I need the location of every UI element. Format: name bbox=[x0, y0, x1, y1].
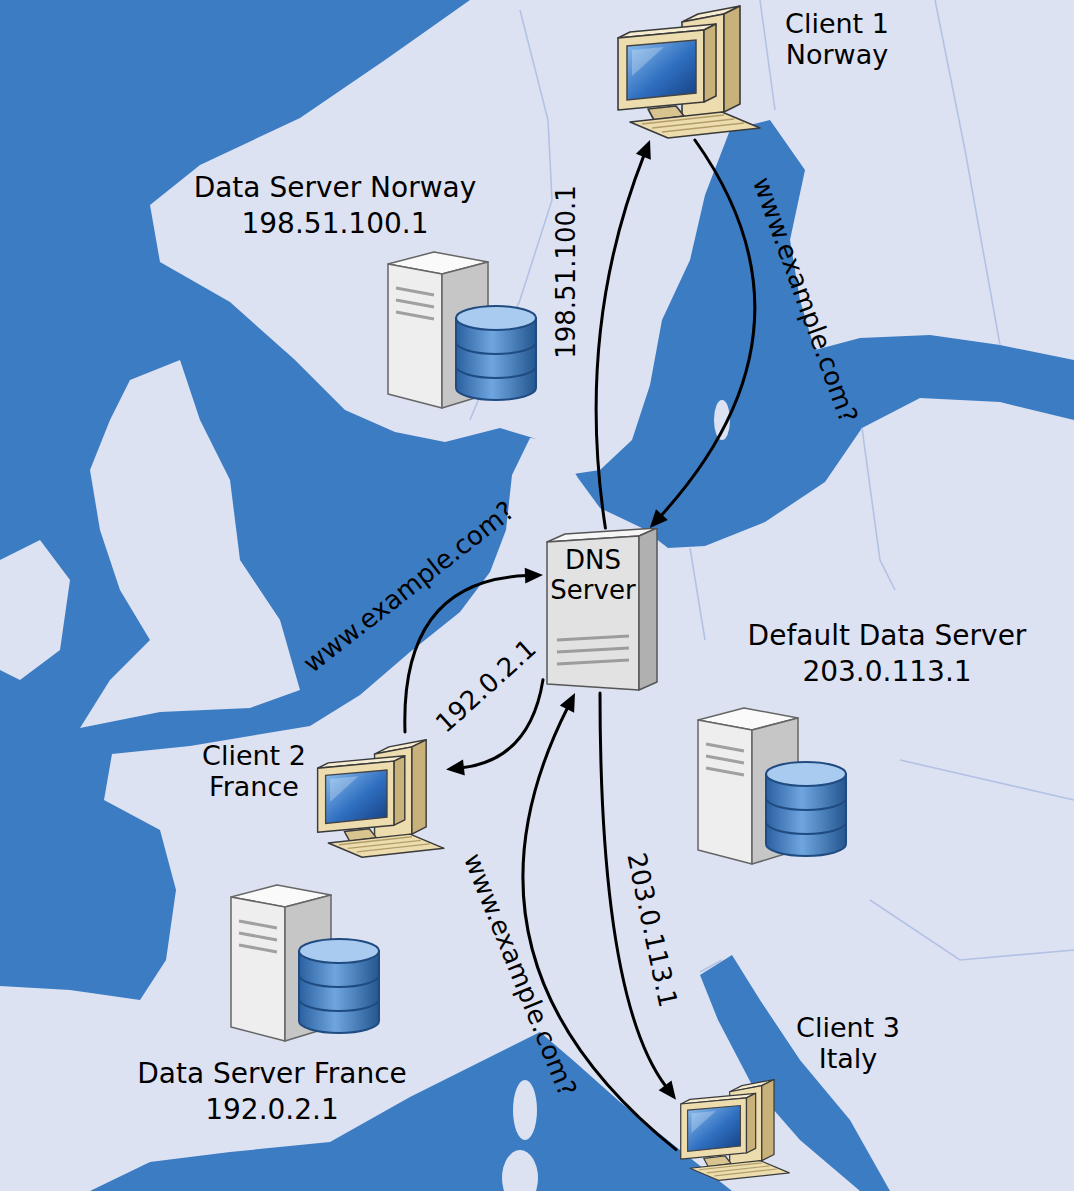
keyboard-keys bbox=[699, 1163, 777, 1176]
computer-picture bbox=[676, 1078, 791, 1182]
arrow-head bbox=[525, 568, 543, 584]
edge-label: www.example.com? bbox=[747, 173, 863, 426]
server-front bbox=[698, 720, 752, 864]
keyboard-keys bbox=[642, 115, 744, 132]
connector bbox=[596, 140, 651, 528]
server-label: Default Data Server bbox=[748, 620, 1027, 652]
ireland bbox=[0, 540, 70, 680]
data-server: Default Data Server 203.0.113.1 bbox=[676, 620, 1060, 870]
screen bbox=[688, 1106, 741, 1152]
keyboard bbox=[630, 112, 760, 138]
client-computer: Client 1 Norway bbox=[612, 4, 904, 140]
screen-glare bbox=[632, 47, 664, 76]
arrow-head bbox=[650, 509, 668, 528]
client-computer: Client 2 France bbox=[196, 732, 446, 866]
client-label: Client 1 Norway bbox=[770, 8, 904, 70]
server-side bbox=[639, 528, 657, 690]
server-picture bbox=[213, 870, 383, 1050]
monitor-front bbox=[618, 30, 704, 110]
computer-icon bbox=[676, 1078, 791, 1182]
sardinia bbox=[502, 1150, 538, 1191]
client-label: Client 2 France bbox=[196, 740, 312, 802]
arrow-head bbox=[659, 1081, 676, 1100]
connector bbox=[650, 140, 755, 528]
ip-address: 192.0.2.1 bbox=[205, 1094, 339, 1126]
database-band bbox=[456, 342, 536, 378]
database-top bbox=[299, 939, 379, 963]
edge-label: www.example.com? bbox=[458, 849, 582, 1100]
server-front bbox=[388, 264, 442, 408]
drive-slot bbox=[557, 636, 629, 664]
dns-server: DNS Server bbox=[543, 528, 663, 693]
client-label: Client 3 Italy bbox=[780, 1012, 916, 1074]
country-border bbox=[690, 548, 705, 640]
screen-glare bbox=[330, 776, 358, 802]
screen bbox=[627, 40, 696, 100]
database-band bbox=[766, 798, 846, 834]
edge-label: 192.0.2.1 bbox=[430, 634, 541, 738]
computer-picture bbox=[312, 738, 446, 859]
ip-address: 198.51.100.1 bbox=[241, 208, 428, 240]
computer-icon bbox=[612, 4, 762, 140]
great-britain bbox=[80, 360, 300, 728]
data-server: Data Server France 192.0.2.1 bbox=[110, 868, 440, 1132]
connector-line bbox=[596, 155, 644, 528]
monitor-front bbox=[318, 761, 395, 832]
arrow-head bbox=[636, 140, 651, 160]
country-borders bbox=[470, 0, 1074, 972]
country-border bbox=[700, 960, 722, 972]
monitor-front bbox=[681, 1098, 747, 1159]
drive-slot bbox=[396, 288, 434, 319]
drive-slot bbox=[239, 921, 277, 952]
server-label: Data Server France bbox=[137, 1058, 407, 1090]
keyboard bbox=[328, 834, 444, 857]
computer-icon bbox=[312, 738, 446, 859]
country-border bbox=[935, 0, 1000, 345]
corsica bbox=[513, 1080, 537, 1140]
screen bbox=[326, 770, 387, 823]
database-top bbox=[766, 762, 846, 786]
server-picture bbox=[680, 698, 850, 868]
database-top bbox=[456, 306, 536, 330]
arrow-head bbox=[560, 693, 575, 713]
keyboard bbox=[690, 1161, 789, 1181]
computer-picture bbox=[612, 4, 762, 140]
tower-side bbox=[412, 740, 426, 834]
tower-side bbox=[724, 6, 740, 112]
arrow-head bbox=[446, 760, 465, 776]
country-border bbox=[900, 760, 1074, 800]
server-picture bbox=[370, 242, 540, 412]
edge-label: 198.51.100.1 bbox=[552, 185, 581, 359]
database-band bbox=[299, 975, 379, 1011]
server-front bbox=[231, 897, 285, 1041]
server-label: Data Server Norway bbox=[194, 172, 477, 204]
connector-line bbox=[661, 140, 755, 516]
keyboard-keys bbox=[339, 837, 430, 852]
ip-address: 203.0.113.1 bbox=[802, 656, 971, 688]
server-icon bbox=[213, 870, 383, 1050]
edge-label: 203.0.113.1 bbox=[622, 850, 683, 1010]
client-computer: Client 3 Italy bbox=[676, 1012, 916, 1184]
country-border bbox=[760, 0, 775, 110]
country-border bbox=[870, 900, 1074, 960]
monitor-side bbox=[394, 756, 405, 825]
monitor-side bbox=[704, 24, 716, 102]
screen-glare bbox=[691, 1111, 715, 1133]
drive-slot bbox=[706, 744, 744, 775]
server-front bbox=[547, 536, 639, 690]
monitor-side bbox=[747, 1093, 756, 1153]
edge-label: www.example.com? bbox=[298, 496, 520, 678]
server-icon bbox=[680, 698, 850, 868]
country-border bbox=[862, 428, 895, 590]
server-label: DNS Server bbox=[546, 546, 640, 606]
tower-side bbox=[762, 1080, 774, 1161]
server-icon bbox=[370, 242, 540, 412]
data-server: Data Server Norway 198.51.100.1 bbox=[170, 172, 550, 412]
